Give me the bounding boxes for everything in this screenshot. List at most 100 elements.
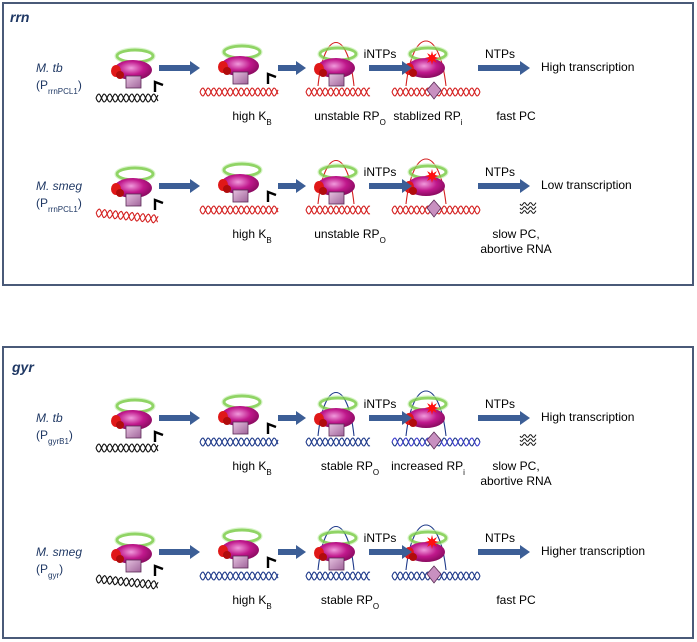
outcome-label: High transcription — [541, 60, 634, 74]
rnap-closed-box — [125, 75, 142, 89]
complex-bound — [199, 161, 279, 215]
rnap-bound-box — [232, 555, 249, 569]
outcome-label: Low transcription — [541, 178, 632, 192]
process-arrow-3-shaft — [478, 65, 521, 71]
rnap-open-box — [328, 557, 345, 571]
bound-dna-strand-a — [199, 87, 279, 97]
process-arrow-0-head — [190, 411, 200, 425]
process-arrow-0 — [159, 61, 200, 75]
stage-label-0-subscript: B — [266, 118, 271, 127]
process-arrow-3-shaft — [478, 183, 521, 189]
process-arrow-0-shaft — [159, 549, 191, 555]
rnap-open-box — [328, 73, 345, 87]
process-arrow-3 — [478, 179, 530, 193]
tss-flag-icon — [266, 422, 277, 434]
process-arrow-0 — [159, 411, 200, 425]
arrow-label-intps: iNTPs — [364, 165, 397, 179]
complex-closed — [95, 165, 164, 224]
rnap-bound-alpha-subunit-2 — [223, 417, 231, 425]
abortive-rna-label: abortive RNA — [480, 242, 551, 256]
abortive-rna-icon-fragment-1 — [519, 206, 537, 210]
abortive-rna-icon-fragment-0 — [519, 202, 537, 206]
rna-diamond-icon — [426, 431, 442, 450]
bound-dna-strand-b — [199, 87, 279, 97]
abortive-rna-icon — [519, 434, 537, 446]
promoter-dna — [95, 443, 159, 453]
bound-dna-strand-a — [199, 205, 279, 215]
rnap-bound-alpha-subunit-2 — [223, 551, 231, 559]
promoter-dna-strand-a — [95, 208, 159, 224]
rnap-closed — [111, 165, 156, 207]
process-arrow-0-head — [190, 61, 200, 75]
ntp-star-icon — [425, 169, 439, 183]
complex-bound — [199, 393, 279, 447]
rnap-bound — [218, 527, 263, 569]
stage-label-0-subscript: B — [266, 236, 271, 245]
stage-label-1: unstable RPO — [314, 227, 386, 245]
promoter-dna-strand-b — [95, 443, 159, 453]
stage-label-3: slow PC, — [492, 227, 539, 241]
rnap-open — [314, 529, 359, 571]
rnap-closed-alpha-subunit-2 — [116, 555, 124, 563]
outcome-label: High transcription — [541, 410, 634, 424]
stage-label-0-text: high K — [232, 109, 266, 123]
open-dna-strand-b — [305, 205, 371, 215]
process-arrow-1-head — [296, 61, 306, 75]
rnap-bound — [218, 393, 263, 435]
organism-label: M. tb — [36, 61, 63, 75]
outcome-label: Higher transcription — [541, 544, 645, 558]
stage-label-0-text: high K — [232, 227, 266, 241]
process-arrow-0-shaft — [159, 415, 191, 421]
rnap-closed-alpha-subunit-2 — [116, 421, 124, 429]
rnap-closed-alpha-subunit-2 — [116, 71, 124, 79]
stage-label-3-text: slow PC, — [492, 227, 539, 241]
complex-open — [305, 391, 371, 447]
stage-label-1-subscript: O — [380, 118, 386, 127]
stage-label-1-subscript: O — [380, 236, 386, 245]
promoter-label-subscript: gyr — [48, 571, 59, 580]
abortive-rna-icon-fragment-1 — [519, 438, 537, 442]
process-arrow-3 — [478, 61, 530, 75]
rnap-open-alpha-subunit-2 — [319, 553, 327, 561]
ntp-star-icon — [425, 51, 439, 65]
process-arrow-0-head — [190, 179, 200, 193]
promoter-dna — [95, 574, 159, 590]
process-arrow-3-head — [520, 179, 530, 193]
open-dna-strand-b — [305, 437, 371, 447]
panel-title-rrn: rrn — [10, 9, 29, 25]
arrow-label-ntps: NTPs — [485, 397, 515, 411]
open-dna-strand-a — [305, 571, 371, 581]
process-arrow-0 — [159, 545, 200, 559]
stage-label-0-subscript: B — [266, 468, 271, 477]
process-arrow-2 — [369, 545, 412, 559]
panel-title-gyr: gyr — [11, 359, 35, 375]
arrow-label-intps: iNTPs — [364, 531, 397, 545]
promoter-dna — [95, 93, 159, 103]
rna-diamond-icon — [426, 199, 442, 218]
complex-bound — [199, 527, 279, 581]
process-arrow-0 — [159, 179, 200, 193]
promoter-label-subscript: rrnPCL1 — [48, 87, 78, 96]
ntp-star-icon — [425, 401, 439, 415]
rnap-bound — [218, 161, 263, 203]
process-arrow-1-shaft — [278, 65, 297, 71]
open-dna — [305, 437, 371, 447]
promoter-label-subscript: rrnPCL1 — [48, 205, 78, 214]
tss-flag-icon — [266, 72, 277, 84]
process-arrow-2 — [369, 61, 412, 75]
stage-label-2: stablized RPi — [393, 109, 462, 127]
process-arrow-1 — [278, 411, 306, 425]
stage-label-3-text: slow PC, — [492, 459, 539, 473]
rnap-open — [314, 395, 359, 437]
rna-diamond-icon — [426, 565, 442, 584]
rnap-initiating-alpha-subunit-2 — [409, 419, 417, 427]
stage-label-1-text: unstable RP — [314, 109, 379, 123]
tss-flag-icon — [266, 556, 277, 568]
process-arrow-1 — [278, 179, 306, 193]
promoter-label-text: P — [40, 428, 48, 442]
open-dna-strand-a — [305, 205, 371, 215]
stage-label-2-text: stablized RP — [393, 109, 460, 123]
rnap-closed — [111, 47, 156, 89]
